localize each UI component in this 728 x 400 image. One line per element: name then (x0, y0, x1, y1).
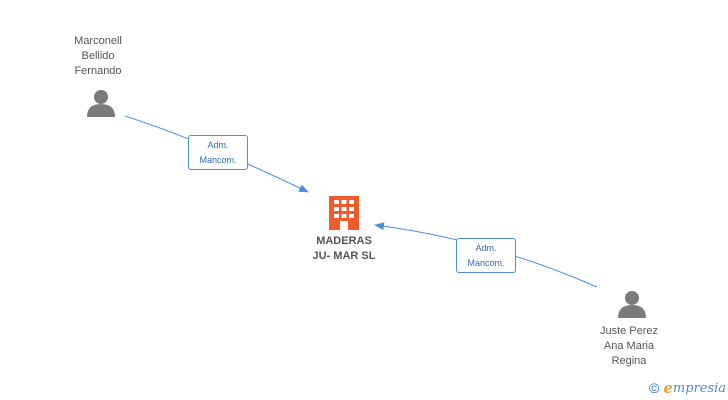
relation-label-top[interactable]: Adm. Mancom. (188, 135, 248, 170)
company-name-line: MADERAS (316, 235, 372, 247)
person-name-line: Juste Perez (599, 325, 659, 337)
brand-logo-initial: e (663, 379, 673, 397)
relation-label-line: Mancom. (199, 155, 237, 165)
relation-label-bottom[interactable]: Adm. Mancom. (456, 238, 516, 273)
company-name[interactable]: MADERAS JU- MAR SL (286, 234, 402, 264)
person-name-line: Ana Maria (603, 340, 655, 352)
person-icon[interactable] (617, 290, 647, 318)
relation-label-line: Mancom. (467, 258, 505, 268)
person-name-line: Fernando (74, 65, 122, 77)
person-name-line: Regina (611, 355, 647, 367)
person-name-line: Bellido (81, 50, 115, 62)
person-name-bottom[interactable]: Juste Perez Ana Maria Regina (579, 324, 679, 369)
brand-watermark: © e mpresia (649, 378, 726, 398)
relation-label-line: Adm. (207, 140, 229, 150)
person-name-top[interactable]: Marconell Bellido Fernando (48, 34, 148, 79)
relation-label-line: Adm. (475, 243, 497, 253)
company-name-line: JU- MAR SL (312, 250, 376, 262)
brand-logo-text: mpresia (672, 380, 727, 396)
building-icon[interactable] (329, 196, 359, 230)
person-name-line: Marconell (74, 35, 122, 47)
copyright-icon: © (649, 380, 660, 396)
person-icon[interactable] (86, 89, 116, 117)
